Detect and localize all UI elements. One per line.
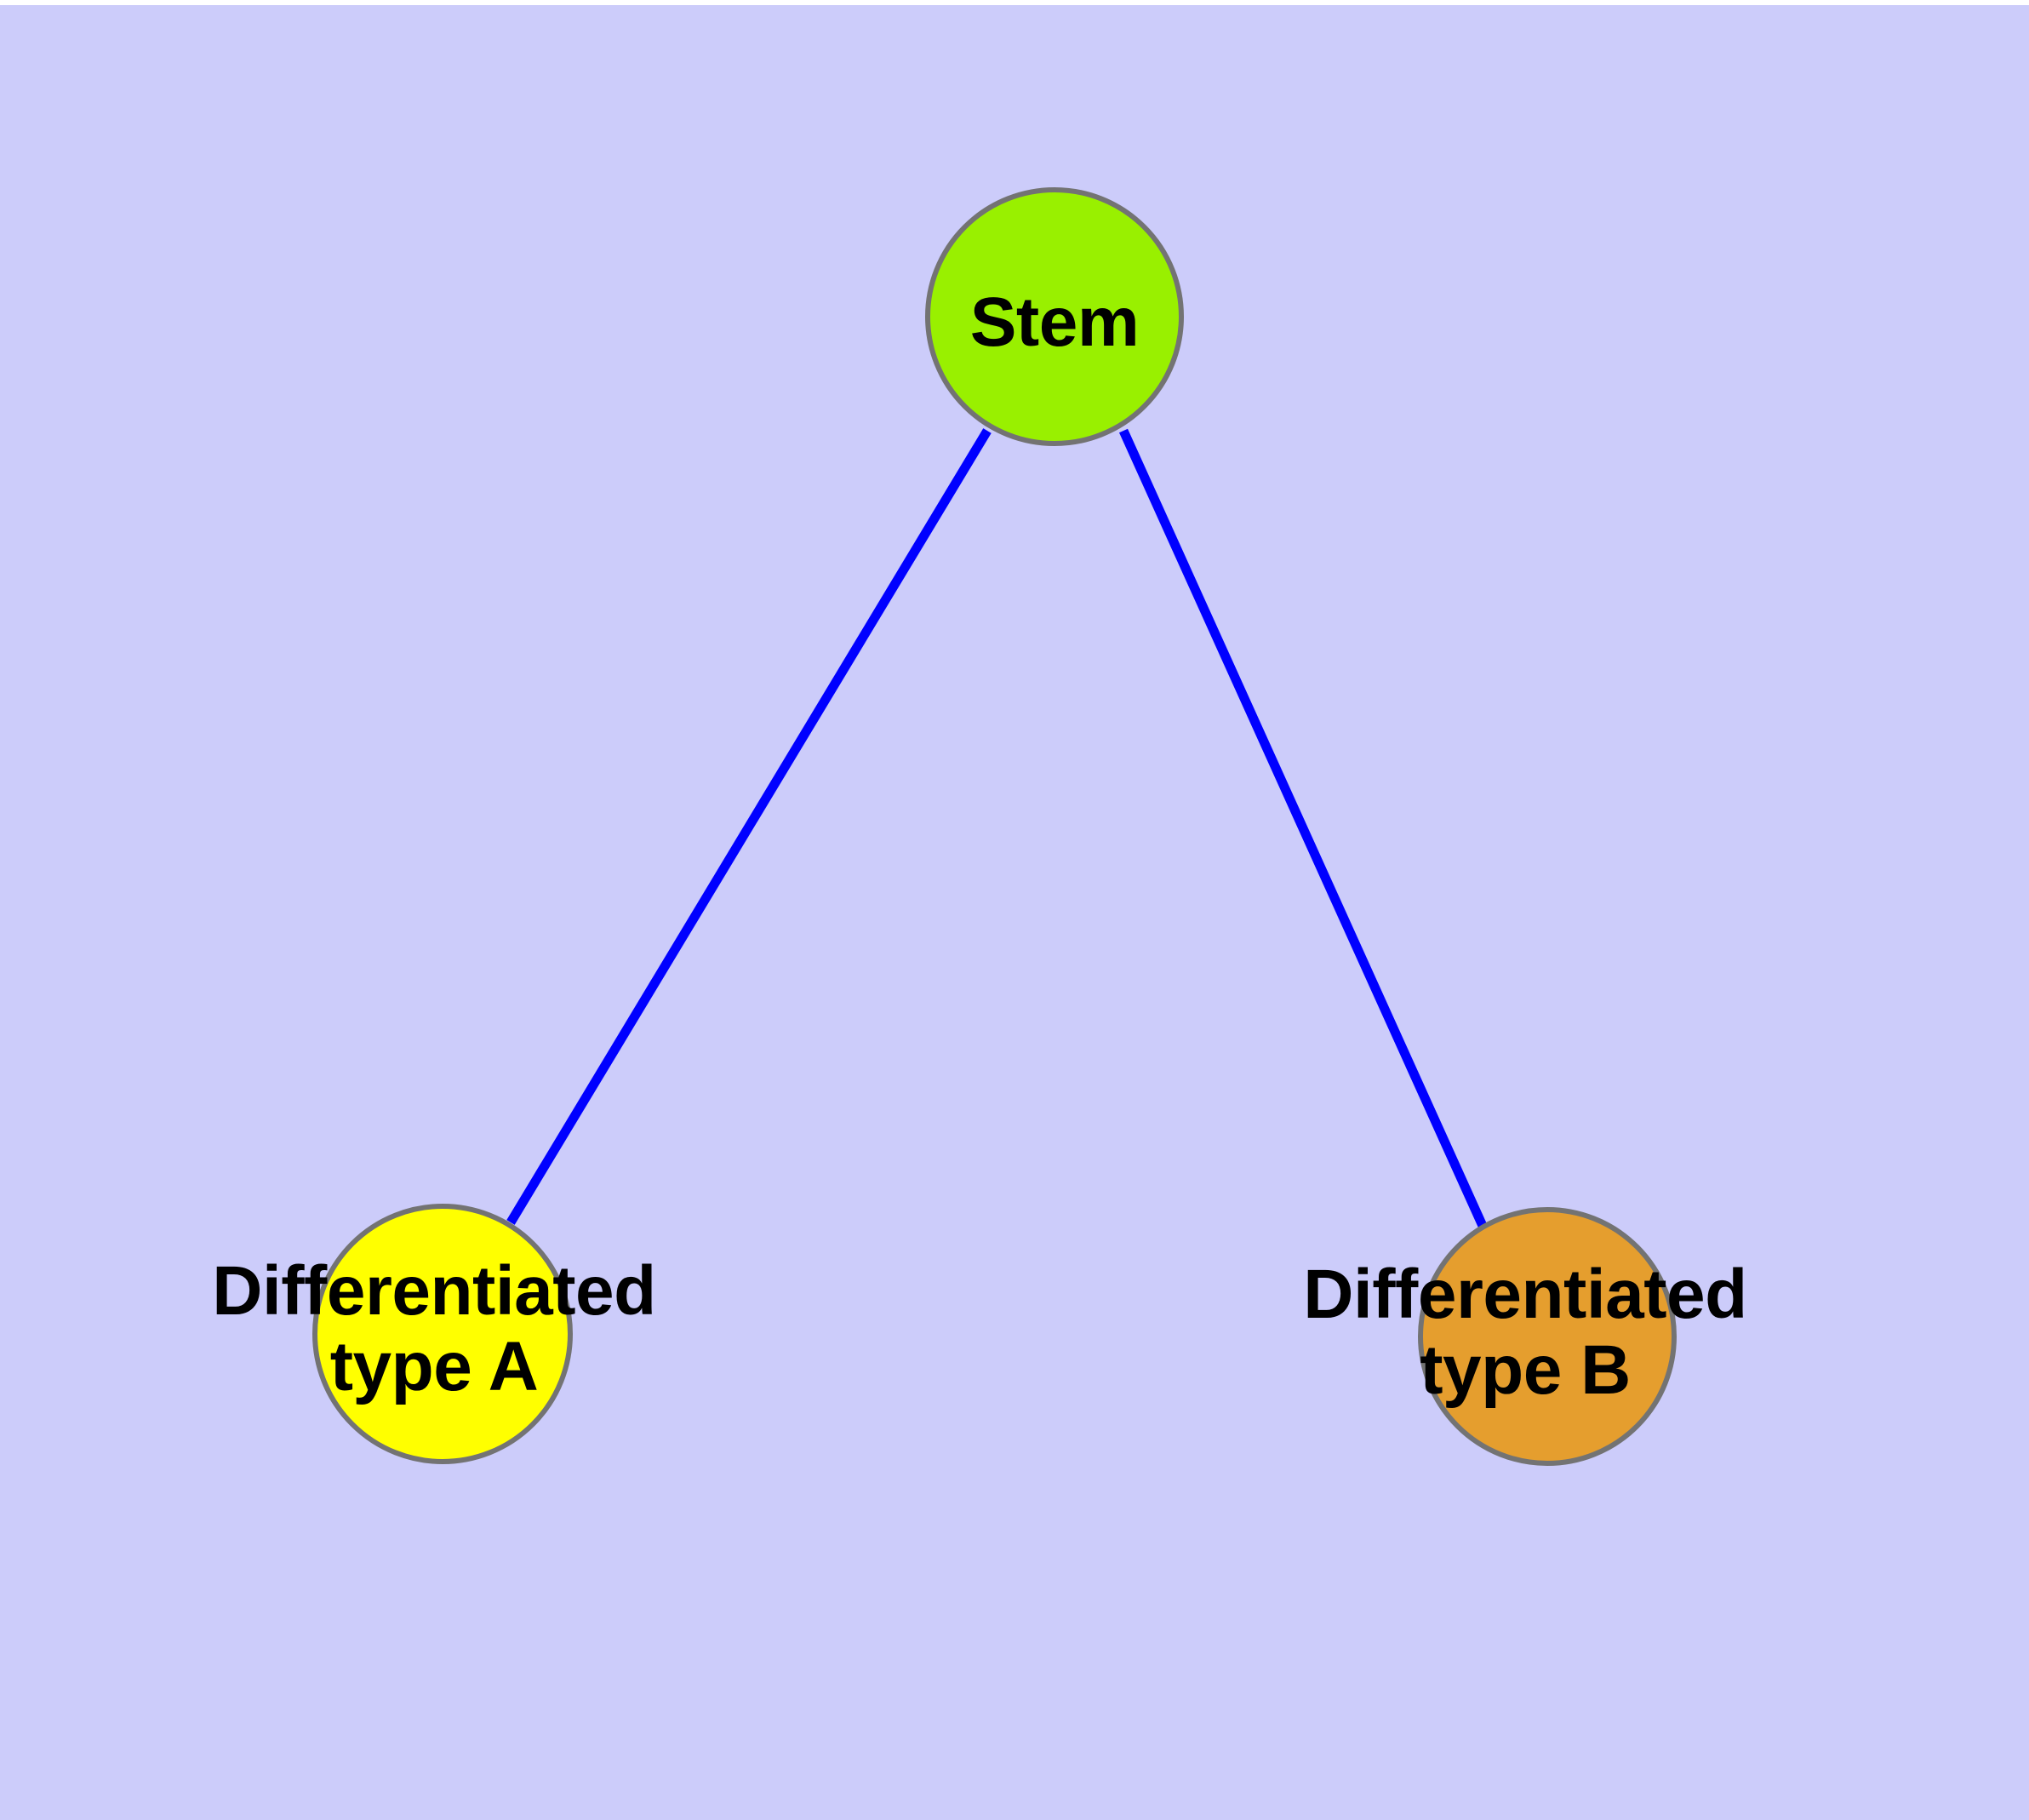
edge-stem-to-differentiated-type-a [506,428,992,1225]
edge-stem-to-differentiated-type-b [1118,428,1488,1228]
node-differentiated-type-b[interactable] [1418,1207,1677,1466]
edge-layer [506,428,1488,1228]
node-stem[interactable] [925,187,1184,446]
node-differentiated-type-a[interactable] [312,1204,573,1464]
